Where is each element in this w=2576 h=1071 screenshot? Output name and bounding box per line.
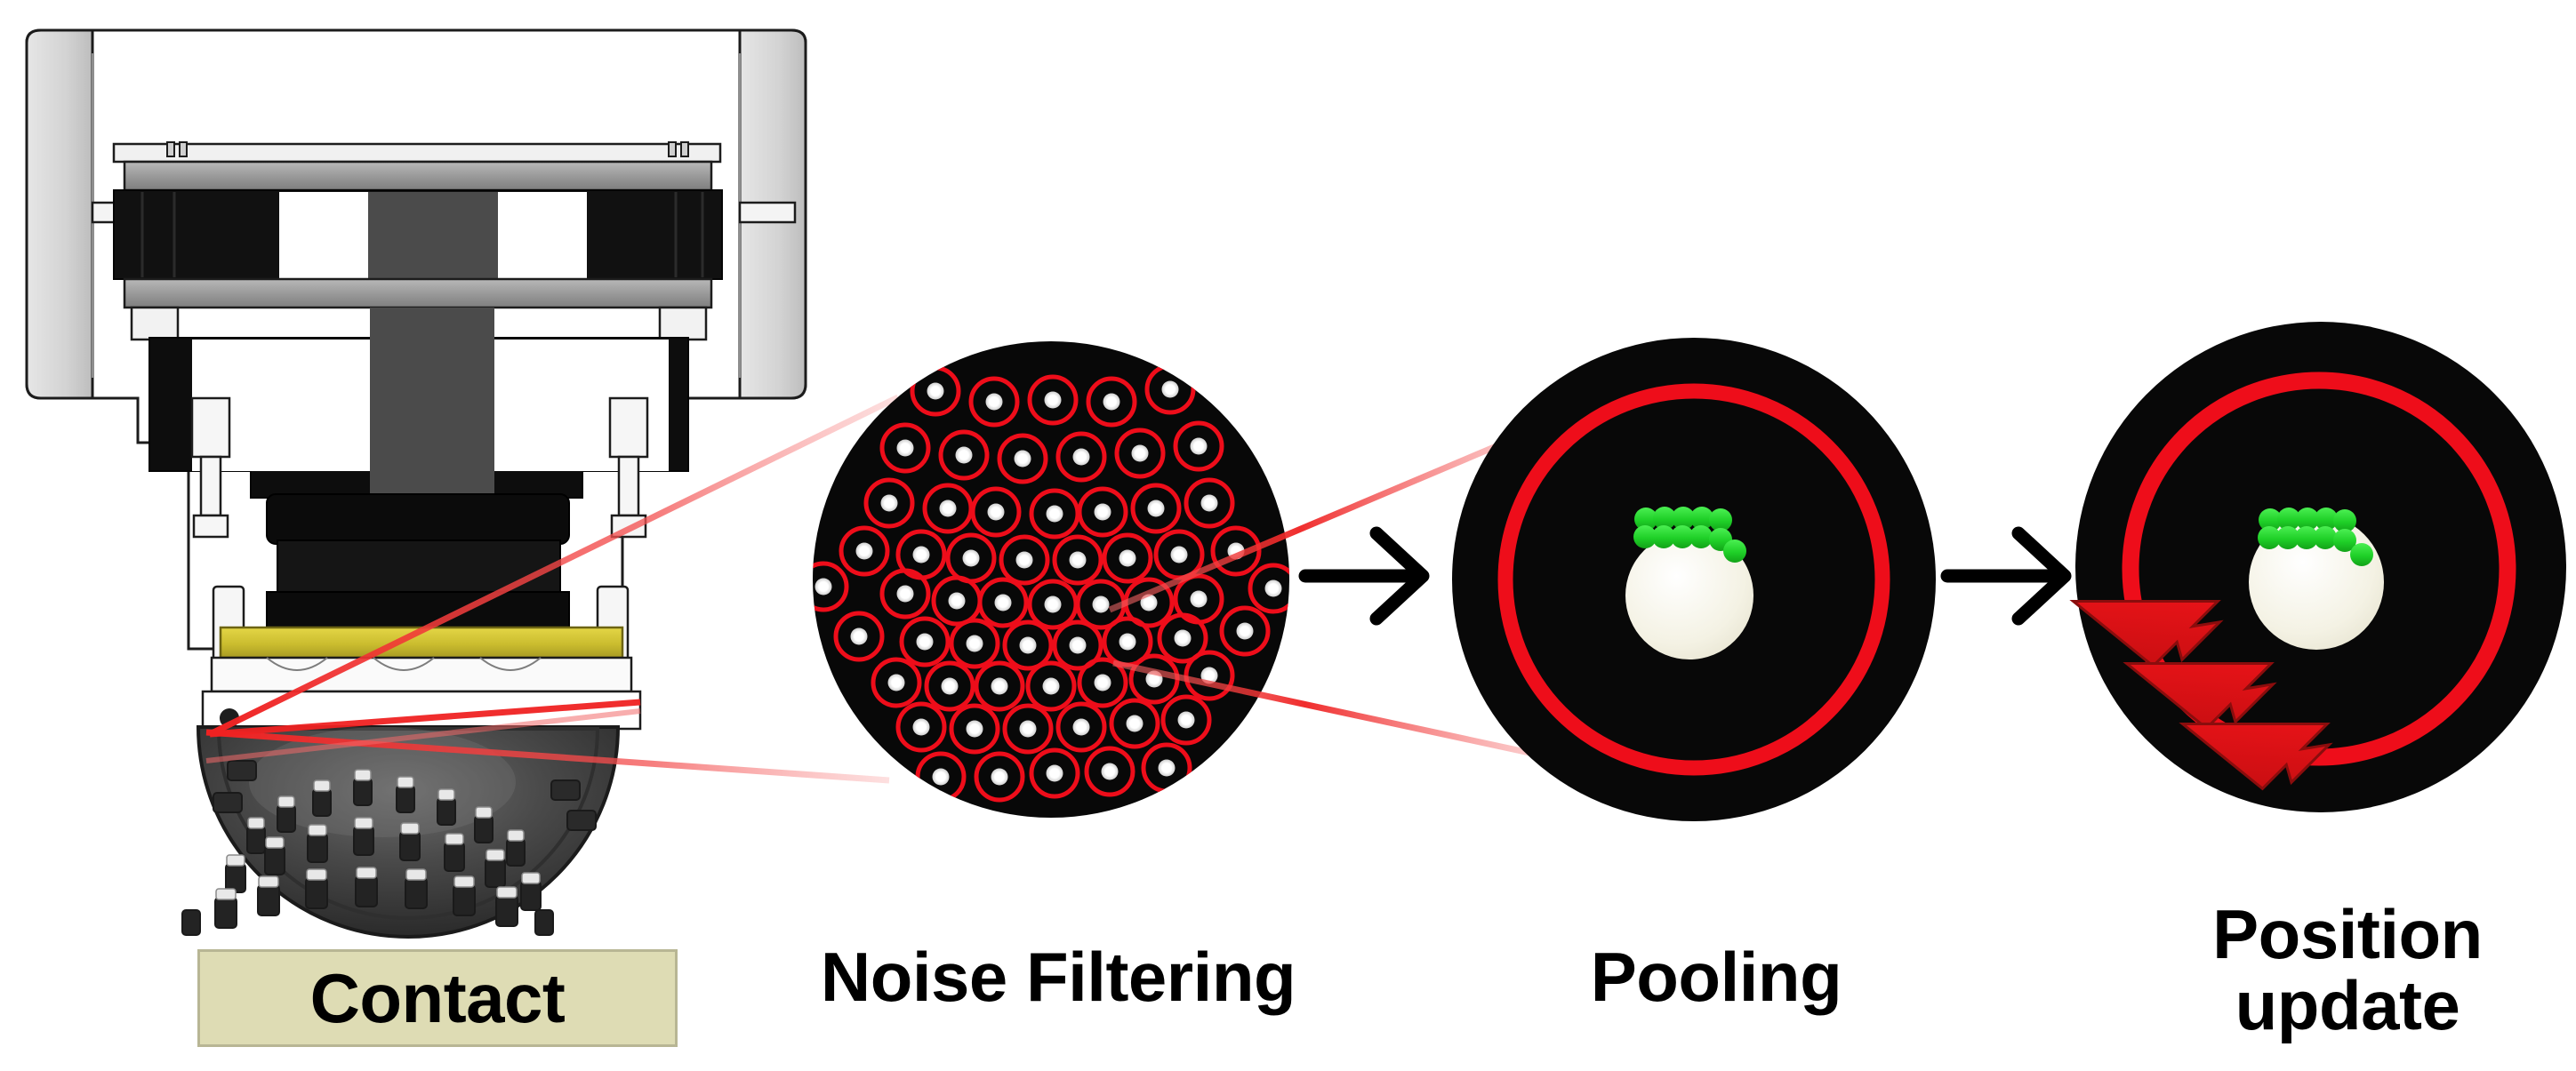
position-update-sample-points	[2258, 508, 2373, 566]
connector-contact-to-noise-upper	[208, 394, 900, 738]
contact-sensor-illustration	[25, 28, 807, 939]
arrow-noise-to-pooling	[1298, 526, 1430, 626]
pooling-disc	[1452, 338, 1936, 821]
stage-label-noise-filtering: Noise Filtering	[820, 938, 1296, 1016]
stage-label-pooling: Pooling	[1590, 938, 1842, 1016]
optical-block	[130, 306, 708, 499]
arrow-pooling-to-position	[1940, 526, 2072, 626]
noise-filtering-disc	[813, 341, 1289, 818]
connector-sensor-edge-guide	[205, 699, 641, 763]
update-arrow-1	[2069, 599, 2224, 668]
gel-marker-pins	[181, 760, 597, 936]
stage-label-contact: Contact	[197, 949, 678, 1047]
marker-lattice	[813, 364, 1289, 803]
connector-noise-to-pooling-lower	[1112, 659, 1593, 770]
connector-contact-to-noise-lower	[205, 729, 890, 784]
pooling-sample-points	[1633, 507, 1746, 563]
led-illumination-board	[210, 626, 633, 693]
gel-retaining-ring	[201, 690, 642, 731]
gel-dome	[181, 725, 621, 939]
stage-label-position-update: Position update	[2212, 895, 2483, 1044]
position-update-disc	[2069, 322, 2566, 812]
camera-board-assembly	[112, 141, 723, 309]
position-update-arrows	[2069, 599, 2333, 791]
update-arrow-3	[2179, 722, 2333, 791]
